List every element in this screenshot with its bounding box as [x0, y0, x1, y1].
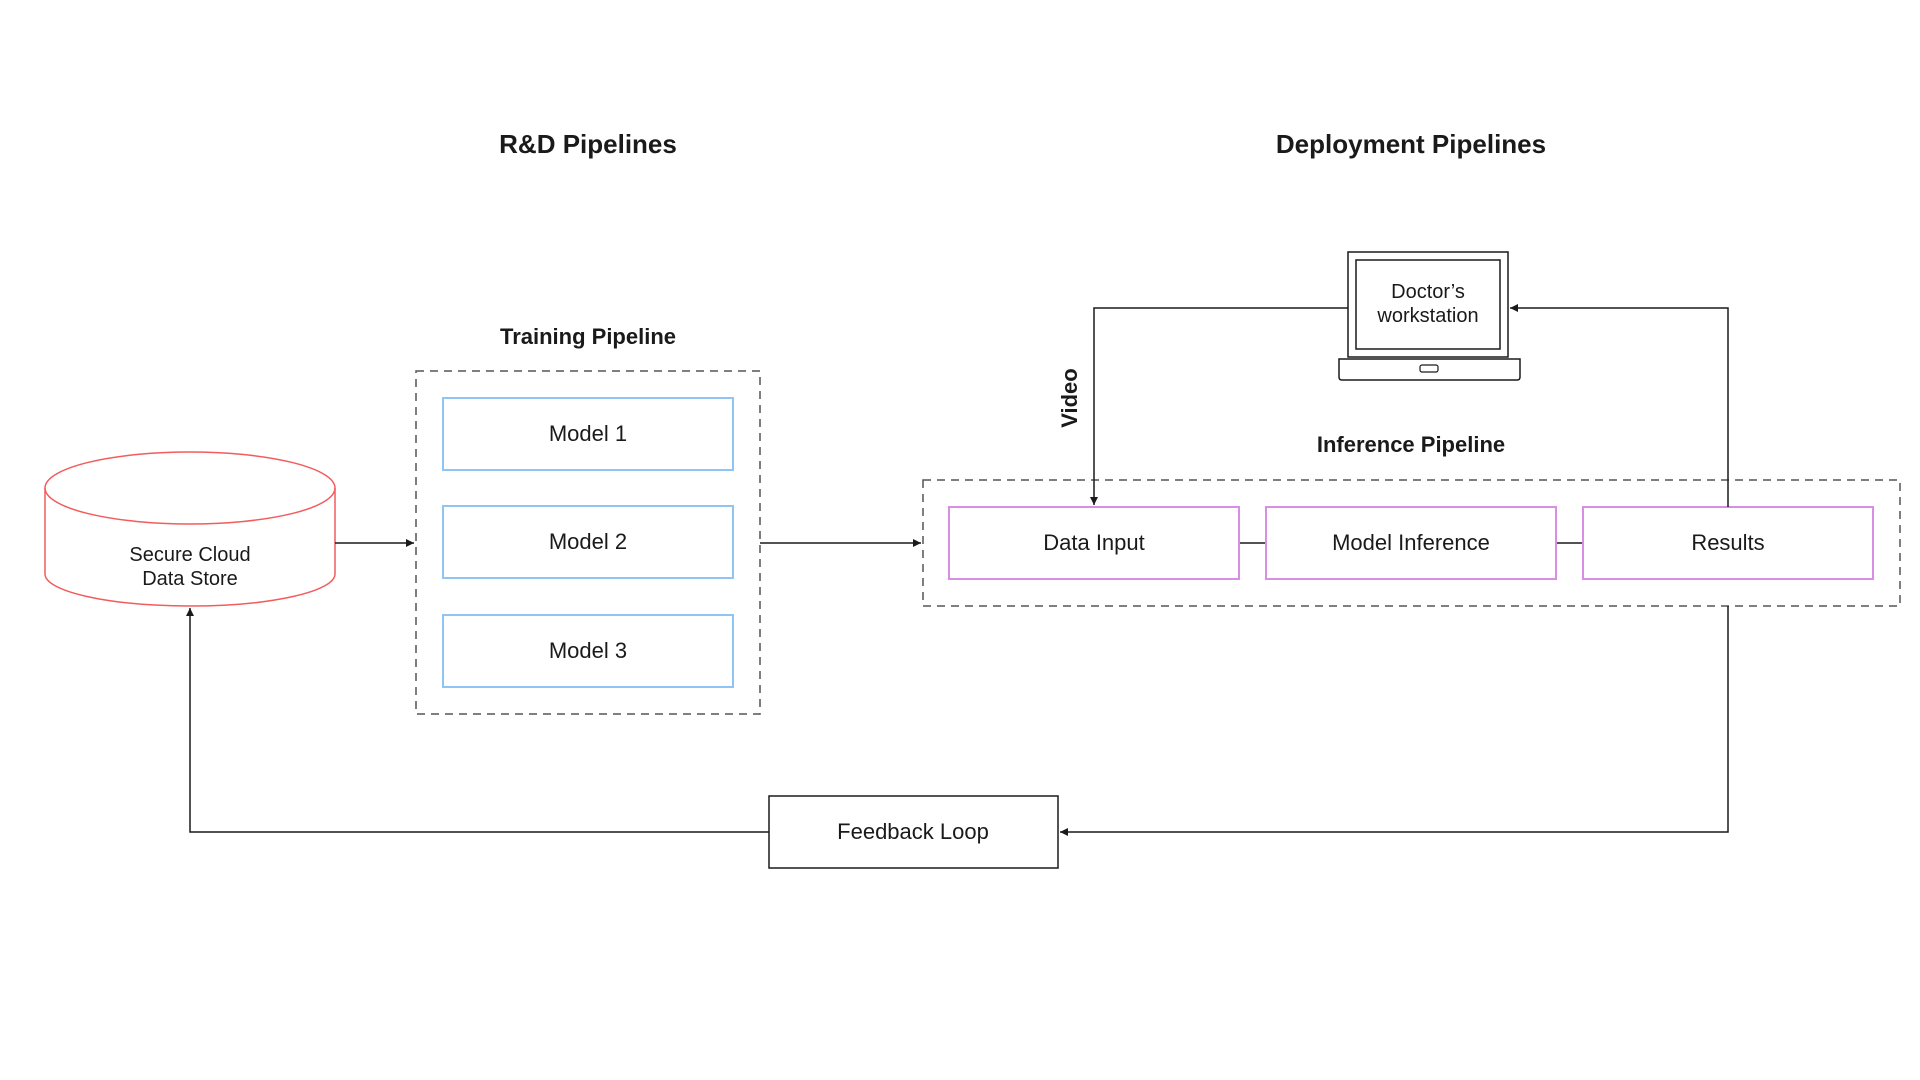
data-input-box[interactable]: Data Input [948, 506, 1240, 580]
feedback-loop-rect [768, 795, 1059, 869]
secure-cloud-data-store: Secure Cloud Data Store [44, 451, 336, 607]
feedback-loop-label: Feedback Loop [837, 819, 989, 844]
model-1-box[interactable]: Model 1 [442, 397, 734, 471]
model-1-label: Model 1 [549, 421, 627, 446]
workstation-label-line1: Doctor’s [1391, 281, 1465, 303]
doctors-workstation: Doctor’s workstation [1338, 251, 1521, 381]
training-pipeline-title: Training Pipeline [500, 324, 676, 349]
arrow-feedback-to-datastore [186, 608, 769, 833]
model-3-label: Model 3 [549, 638, 627, 663]
training-pipeline-container [415, 370, 761, 715]
laptop-icon [1338, 251, 1521, 381]
data-store-label-line2: Data Store [142, 568, 238, 590]
workstation-label-line2: workstation [1376, 305, 1478, 327]
model-inference-box[interactable]: Model Inference [1265, 506, 1557, 580]
results-rect [1582, 506, 1874, 580]
laptop-screen-inner [1355, 259, 1501, 350]
rnd-pipelines-title: R&D Pipelines [499, 129, 677, 159]
data-input-label: Data Input [1043, 530, 1145, 555]
inference-pipeline-container [922, 479, 1901, 607]
model-inference-rect [1265, 506, 1557, 580]
video-label: Video [1057, 368, 1082, 428]
inference-pipeline-title: Inference Pipeline [1317, 432, 1505, 457]
model-2-rect [442, 505, 734, 579]
deployment-pipelines-title: Deployment Pipelines [1276, 129, 1546, 159]
arrow-workstation-to-data-input [1090, 307, 1348, 505]
model-2-label: Model 2 [549, 529, 627, 554]
arrow-results-to-feedback [1060, 606, 1729, 836]
laptop-trackpad [1419, 364, 1439, 373]
model-3-box[interactable]: Model 3 [442, 614, 734, 688]
data-input-rect [948, 506, 1240, 580]
arrow-results-to-workstation [1510, 304, 1729, 507]
results-box[interactable]: Results [1582, 506, 1874, 580]
model-2-box[interactable]: Model 2 [442, 505, 734, 579]
results-label: Results [1691, 530, 1764, 555]
data-store-cylinder-top [44, 451, 336, 525]
data-store-label-line1: Secure Cloud [129, 544, 250, 566]
model-1-rect [442, 397, 734, 471]
model-inference-label: Model Inference [1332, 530, 1490, 555]
data-store-cylinder-body [44, 488, 336, 607]
feedback-loop-box[interactable]: Feedback Loop [768, 795, 1059, 869]
model-3-rect [442, 614, 734, 688]
